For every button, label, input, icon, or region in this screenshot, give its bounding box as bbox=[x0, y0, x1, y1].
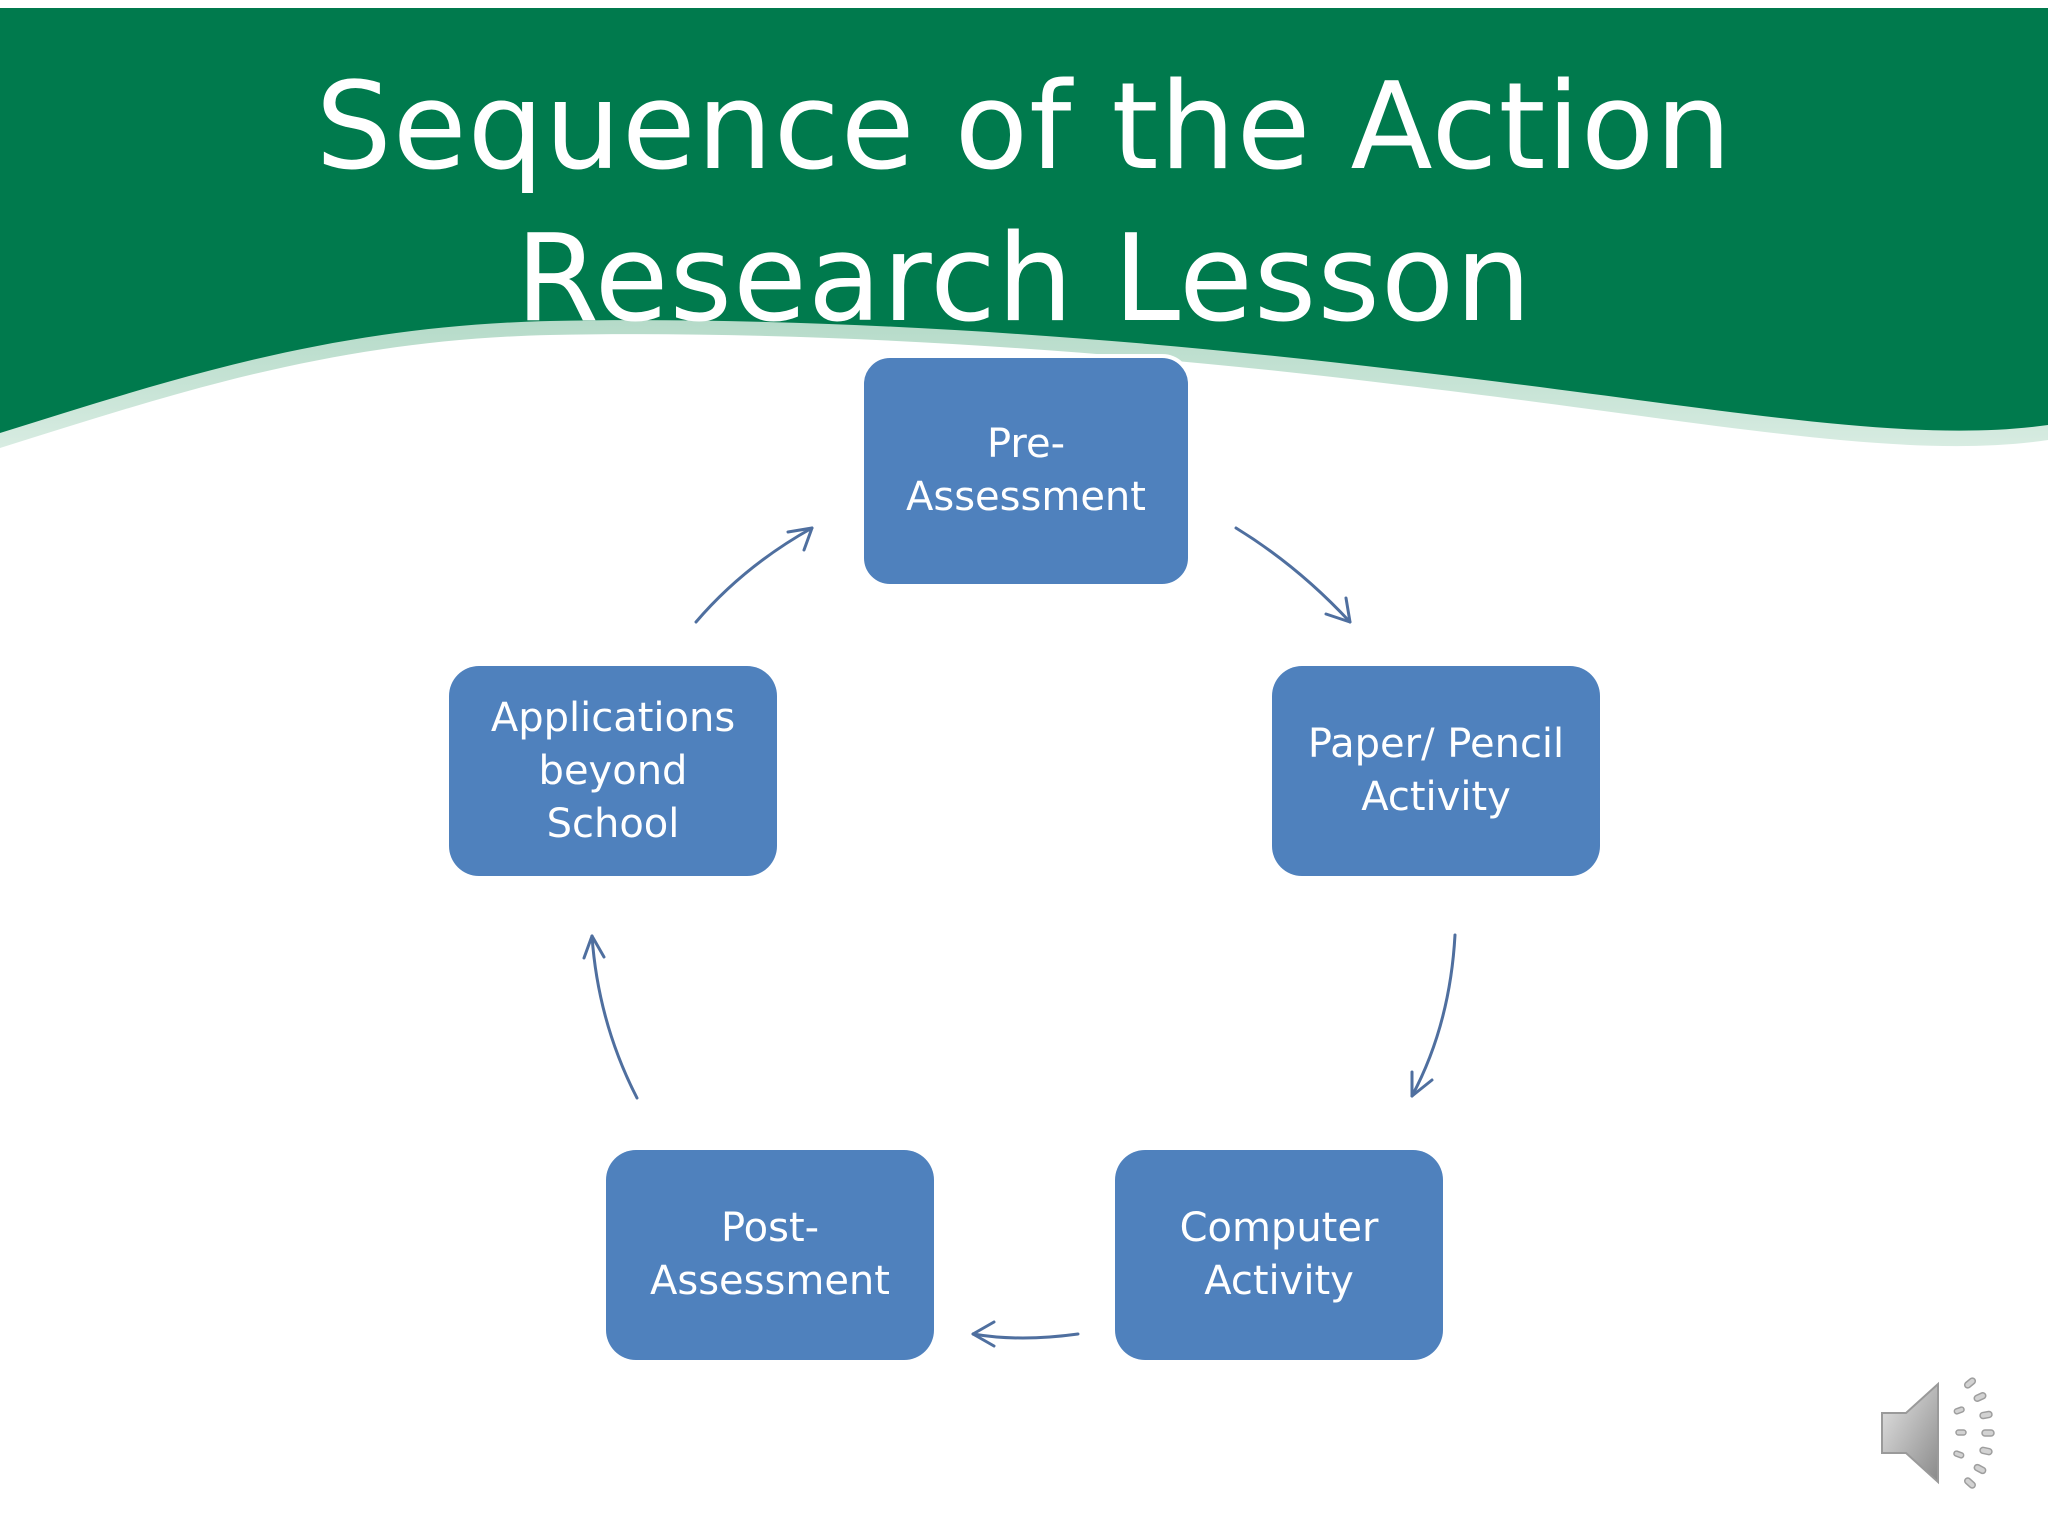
cycle-node-label: Applications beyond School bbox=[490, 694, 736, 847]
cycle-node-post-assessment: Post- Assessment bbox=[606, 1150, 934, 1360]
arrow-post-to-apps bbox=[582, 934, 639, 1100]
cycle-node-applications-beyond-school: Applications beyond School bbox=[449, 666, 777, 876]
cycle-node-label: Post- Assessment bbox=[650, 1205, 890, 1304]
title-banner bbox=[0, 8, 2048, 448]
arrow-apps-to-pre bbox=[694, 526, 814, 624]
speaker-icon[interactable] bbox=[1876, 1368, 2016, 1498]
arrow-computer-to-post bbox=[971, 1320, 1080, 1348]
cycle-node-computer-activity: Computer Activity bbox=[1115, 1150, 1443, 1360]
cycle-node-pre-assessment: Pre- Assessment bbox=[860, 354, 1192, 588]
slide-title: Sequence of the Action Research Lesson bbox=[315, 58, 1733, 349]
cycle-node-label: Computer Activity bbox=[1179, 1205, 1379, 1304]
cycle-node-label: Pre- Assessment bbox=[906, 421, 1146, 520]
banner-wave bbox=[0, 8, 2048, 433]
cycle-node-label: Paper/ Pencil Activity bbox=[1307, 721, 1565, 820]
cycle-node-paper-pencil-activity: Paper/ Pencil Activity bbox=[1272, 666, 1600, 876]
arrow-pre-to-paper bbox=[1234, 526, 1352, 624]
arrow-paper-to-computer bbox=[1410, 933, 1457, 1098]
